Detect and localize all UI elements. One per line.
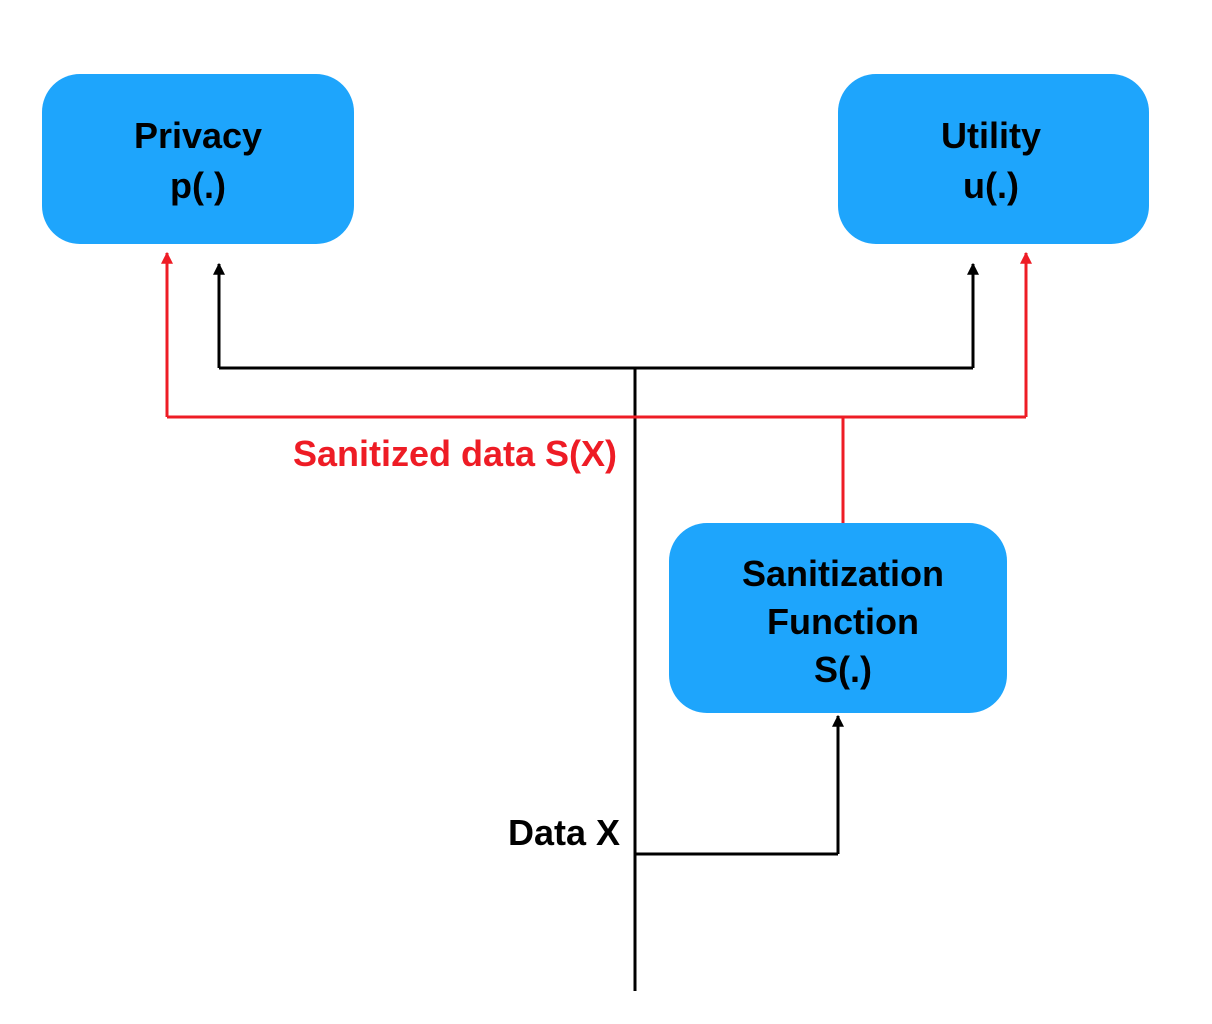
utility-function: u(.) bbox=[963, 165, 1019, 206]
raw-data-edges bbox=[213, 262, 979, 991]
sanitization-subtitle: Function bbox=[767, 601, 919, 642]
utility-box bbox=[838, 74, 1149, 244]
utility-node: Utility u(.) bbox=[838, 74, 1149, 244]
utility-title: Utility bbox=[941, 115, 1041, 156]
sanitized-data-edges bbox=[161, 251, 1032, 523]
sanitization-function: S(.) bbox=[814, 649, 872, 690]
privacy-box bbox=[42, 74, 354, 244]
sanitization-box bbox=[669, 523, 1007, 713]
privacy-function: p(.) bbox=[170, 165, 226, 206]
sanitization-node: Sanitization Function S(.) bbox=[669, 523, 1007, 713]
data-x-label: Data X bbox=[508, 812, 620, 853]
privacy-node: Privacy p(.) bbox=[42, 74, 354, 244]
privacy-title: Privacy bbox=[134, 115, 262, 156]
sanitization-title: Sanitization bbox=[742, 553, 944, 594]
sanitized-data-label: Sanitized data S(X) bbox=[293, 433, 617, 474]
